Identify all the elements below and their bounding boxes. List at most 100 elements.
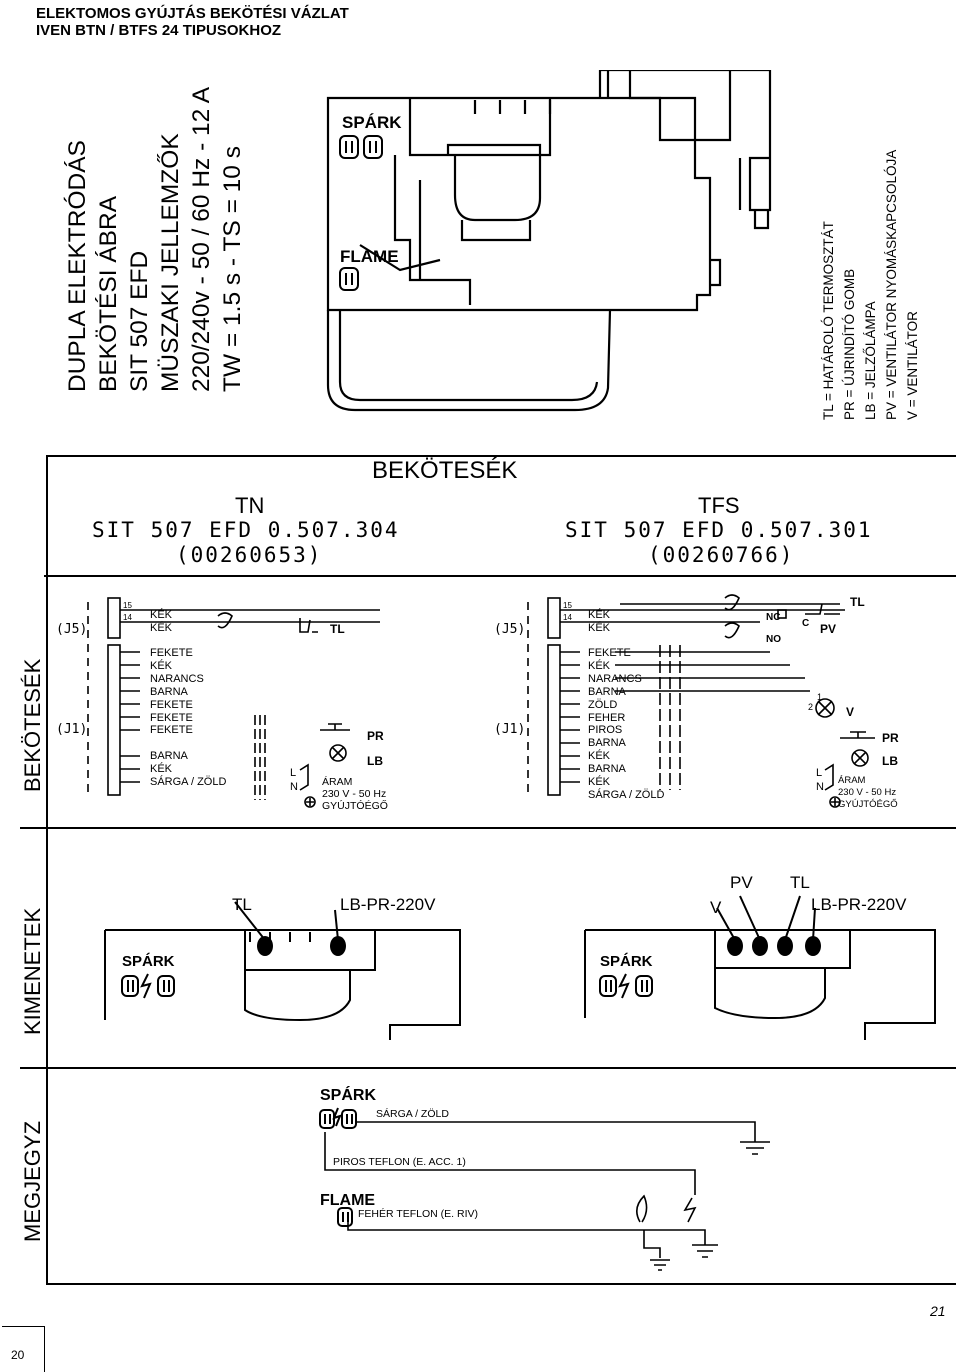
page-corner-box xyxy=(2,1326,45,1372)
spec-line: 220/240v - 50 / 60 Hz - 12 A xyxy=(188,86,215,392)
tfs-title: TFS xyxy=(698,493,740,518)
tfs-wires: FEKETE KÉK NARANCS BARNA ZÖLD FEHER PIRO… xyxy=(588,647,664,802)
tn-wires-top: KÉK KÉK xyxy=(150,609,172,635)
legend-item: TL = HATÁROLÓ TERMOSZTÁT xyxy=(821,221,836,420)
notes-white-wire: FEHÉR TEFLON (E. RIV) xyxy=(358,1207,478,1220)
header-title-line1: ELEKTOMOS GYÚJTÁS BEKÖTÉSI VÁZLAT xyxy=(36,5,349,22)
side-label-kimenetek: KIMENETEK xyxy=(20,907,45,1035)
tfs-wire-label: ZÖLD xyxy=(588,698,618,711)
notes-spark-label: SPÁRK xyxy=(320,1085,376,1104)
outputs-left-drawing: TL LB-PR-220V SPÁRK xyxy=(104,895,461,1040)
tn-model: SIT 507 EFD 0.507.304 xyxy=(92,518,400,542)
tn-lb-label: LB xyxy=(367,754,383,768)
outputs-left-lb-label: LB-PR-220V xyxy=(340,895,436,914)
spec-line: MÜSZAKI JELLEMZŐK xyxy=(157,133,184,392)
spark-terminals-icon xyxy=(599,973,653,999)
tfs-model: SIT 507 EFD 0.507.301 xyxy=(565,518,873,542)
tn-wire-label: NARANCS xyxy=(150,672,204,685)
tfs-j1-label: (J1) xyxy=(494,722,526,737)
lb-terminal-dot xyxy=(330,936,346,956)
tn-wire-label: FEKETE xyxy=(150,711,193,724)
spec-line: BEKÖTÉSI ÁBRA xyxy=(95,195,122,392)
tn-wire-label: FEKETE xyxy=(150,698,193,711)
tn-wire-label: KÉK xyxy=(150,621,173,634)
connector-housing xyxy=(408,98,552,157)
tfs-n-label: N xyxy=(816,781,824,793)
svg-text:14: 14 xyxy=(563,613,572,622)
tfs-two-label: 2 xyxy=(808,702,813,712)
tn-code: (00260653) xyxy=(176,543,323,567)
spark-terminals-icon xyxy=(319,1107,357,1129)
outputs-right-pv-label: PV xyxy=(730,873,753,892)
outputs-left-tl-label: TL xyxy=(232,895,252,914)
tfs-j1-connector xyxy=(547,644,561,796)
tfs-wire-label: PIROS xyxy=(588,724,623,737)
page-number-right: 21 xyxy=(930,1303,946,1319)
v-terminal-dot xyxy=(727,936,743,956)
tn-n-label: N xyxy=(290,781,298,793)
tn-j5-label: (J5) xyxy=(56,622,88,637)
outputs-left-spark-label: SPÁRK xyxy=(122,953,175,970)
tn-j5-connector xyxy=(107,597,121,639)
tn-j1-label: (J1) xyxy=(56,722,88,737)
specs-block: DUPLA ELEKTRÓDÁS BEKÖTÉSI ÁBRA SIT 507 E… xyxy=(62,87,248,392)
tfs-pv-label: PV xyxy=(820,622,836,636)
outputs-right-spark-label: SPÁRK xyxy=(600,953,653,970)
tfs-no-label: NO xyxy=(766,634,781,645)
legend-item: V = VENTILÁTOR xyxy=(905,311,920,420)
ground-icon xyxy=(650,1259,670,1271)
lb-terminal-dot xyxy=(805,936,821,956)
tfs-wire-label: BARNA xyxy=(588,685,626,698)
tl-terminal-dot xyxy=(777,936,793,956)
tn-j1-connector xyxy=(107,644,121,796)
section-title: BEKÖTESÉK xyxy=(372,457,518,484)
tn-wire-label: KÉK xyxy=(150,659,173,672)
spec-line: DUPLA ELEKTRÓDÁS xyxy=(64,140,91,392)
box-top-border xyxy=(46,455,956,457)
spec-line: SIT 507 EFD xyxy=(126,250,153,392)
tfs-wire-label: KÉK xyxy=(588,659,611,672)
outputs-right-v-label: V xyxy=(710,898,722,917)
outputs-right-lb-label: LB-PR-220V xyxy=(811,895,907,914)
device-body-outline xyxy=(326,96,712,312)
flame-terminal-icon xyxy=(339,267,359,291)
tn-power-line: GYÚJTÓÉGŐ xyxy=(322,798,388,812)
flame-terminal-icon xyxy=(337,1207,353,1227)
tfs-power-line: GYÚJTÓÉGŐ xyxy=(838,799,898,810)
tn-pr-label: PR xyxy=(367,729,384,743)
page-number-left: 20 xyxy=(11,1348,25,1362)
tn-wire-label: FEKETE xyxy=(150,647,193,659)
tn-l-label: L xyxy=(290,767,296,779)
tn-wire-label: KÉK xyxy=(150,609,173,621)
tfs-wire-label: KÉK xyxy=(588,750,611,763)
outputs-right-drawing: V PV TL LB-PR-220V SPÁRK xyxy=(584,873,936,1040)
tn-wire-label: BARNA xyxy=(150,750,188,763)
tfs-wires-top: KÉK KÉK xyxy=(588,609,610,635)
tn-title: TN xyxy=(235,493,265,518)
tn-tl-label: TL xyxy=(330,622,345,636)
side-label-megjegyz: MEGJEGYZ xyxy=(20,1120,45,1242)
tn-wire-label: BARNA xyxy=(150,685,188,698)
tfs-wire-label: NARANCS xyxy=(588,672,642,685)
notes-flame-label: FLAME xyxy=(320,1192,375,1209)
tn-wires: FEKETE KÉK NARANCS BARNA FEKETE FEKETE F… xyxy=(150,647,226,789)
tfs-nc-label: NC xyxy=(766,612,780,623)
legend-item: PV = VENTILÁTOR NYOMÁSKAPCSOLÓJA xyxy=(884,149,899,420)
svg-text:15: 15 xyxy=(123,601,132,610)
tn-wire-label: FEKETE xyxy=(150,724,193,737)
tn-power-line: ÁRAM xyxy=(322,775,352,788)
legend-item: PR = ÚJRINDÍTÓ GOMB xyxy=(842,268,857,420)
box-left-border xyxy=(46,455,48,1285)
svg-text:14: 14 xyxy=(123,613,132,622)
ignition-device-drawing: SPÁRK FLAME xyxy=(326,70,772,412)
svg-text:15: 15 xyxy=(563,601,572,610)
tfs-wire-label: BARNA xyxy=(588,763,626,776)
flame-label: FLAME xyxy=(340,247,399,266)
spark-label: SPÁRK xyxy=(342,113,402,132)
tn-power-line: 230 V - 50 Hz xyxy=(322,788,386,800)
tfs-l-label: L xyxy=(816,767,822,779)
spark-gap-icon xyxy=(683,1197,697,1223)
legend-item: LB = JELZŐLÁMPA xyxy=(863,301,878,420)
tfs-j5-connector xyxy=(547,597,561,639)
